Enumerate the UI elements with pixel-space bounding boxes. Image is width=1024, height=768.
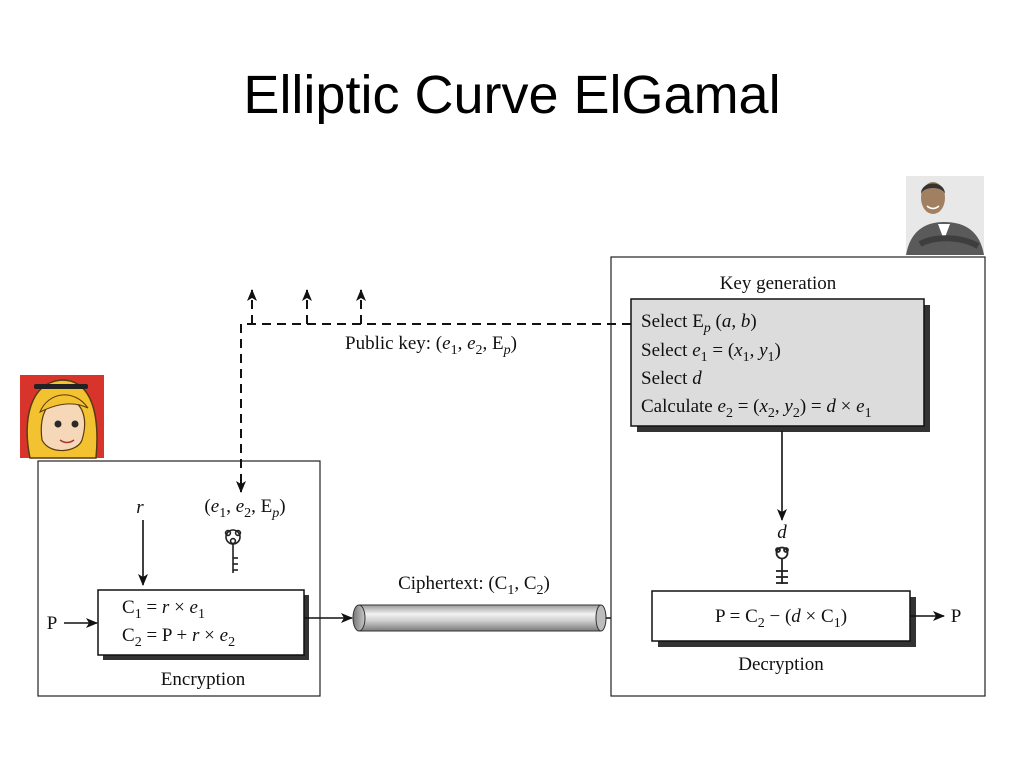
decryption-key-icon <box>775 546 789 584</box>
ciphertext-channel: Ciphertext: (C1, C2) <box>304 573 648 632</box>
public-key-distribution <box>236 289 631 493</box>
keygen-step-calculate-e2: Calculate e2 = (x2, y2) = d × e1 <box>641 396 872 421</box>
decryption-formula: P = C2 − (d × C1) <box>715 606 847 631</box>
plaintext-input-label: P <box>47 613 58 634</box>
encryption-title: Encryption <box>161 669 246 690</box>
slide-title: Elliptic Curve ElGamal <box>243 65 781 125</box>
encryption-key-icon <box>224 529 242 573</box>
private-key-d-label: d <box>777 522 787 543</box>
keygen-step-select-e1: Select e1 = (x1, y1) <box>641 340 781 365</box>
receiver-avatar <box>906 176 984 255</box>
receiver-panel: Key generation Select Ep (a, b) Select e… <box>610 256 986 697</box>
formula-c2: C2 = P + r × e2 <box>122 625 235 650</box>
public-key-tuple-label: (e1, e2, Ep) <box>204 496 285 521</box>
encryption-panel: r (e1, e2, Ep) P C1 = r × e1 C2 = P + r … <box>37 460 321 697</box>
formula-c1: C1 = r × e1 <box>122 597 205 622</box>
keygen-step-select-d: Select d <box>641 368 702 389</box>
public-key-label: Public key: (e1, e2, Ep) <box>345 333 517 358</box>
key-generation-title: Key generation <box>720 273 837 294</box>
decryption-title: Decryption <box>738 654 824 675</box>
ciphertext-label: Ciphertext: (C1, C2) <box>398 573 550 598</box>
plaintext-output-label: P <box>951 606 962 627</box>
keygen-step-select-curve: Select Ep (a, b) <box>641 311 757 336</box>
random-r-label: r <box>136 497 144 518</box>
sender-avatar <box>20 375 104 459</box>
